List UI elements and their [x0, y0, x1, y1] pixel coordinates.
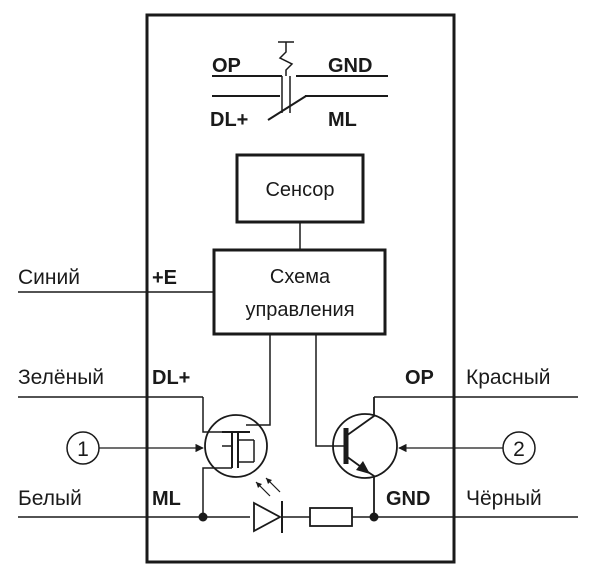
callout-1-label: 1: [77, 438, 89, 461]
switch-symbol: OP GND DL+ ML: [210, 41, 388, 131]
junction-ml: [198, 512, 208, 522]
resistor-symbol: [309, 507, 353, 527]
terminal-ml-label: ML: [152, 488, 181, 510]
sensor-label: Сенсор: [265, 179, 334, 201]
wire-red-label: Красный: [466, 366, 551, 389]
switch-ml-label: ML: [328, 109, 357, 131]
wire-white-label: Белый: [18, 487, 82, 510]
wire-black-label: Чёрный: [466, 487, 542, 510]
switch-dl-plus-label: DL+: [210, 109, 248, 131]
control-block: [212, 248, 387, 336]
wire-blue-label: Синий: [18, 266, 80, 289]
mosfet-symbol: [202, 334, 271, 517]
terminal-op-label: OP: [405, 367, 434, 389]
switch-op-label: OP: [212, 55, 241, 77]
terminal-gnd-label: GND: [386, 488, 430, 510]
control-label-line1: Схема: [270, 266, 331, 288]
wire-green-label: Зелёный: [18, 366, 104, 389]
device-housing: [145, 13, 456, 564]
led-symbol: [253, 477, 310, 533]
switch-gnd-label: GND: [328, 55, 372, 77]
control-label-line2: управления: [245, 299, 354, 321]
transistor-symbol: [315, 334, 398, 517]
terminal-dl-plus-label: DL+: [152, 367, 190, 389]
terminal-plus-e-label: +E: [152, 267, 177, 289]
callout-2-label: 2: [513, 438, 525, 461]
